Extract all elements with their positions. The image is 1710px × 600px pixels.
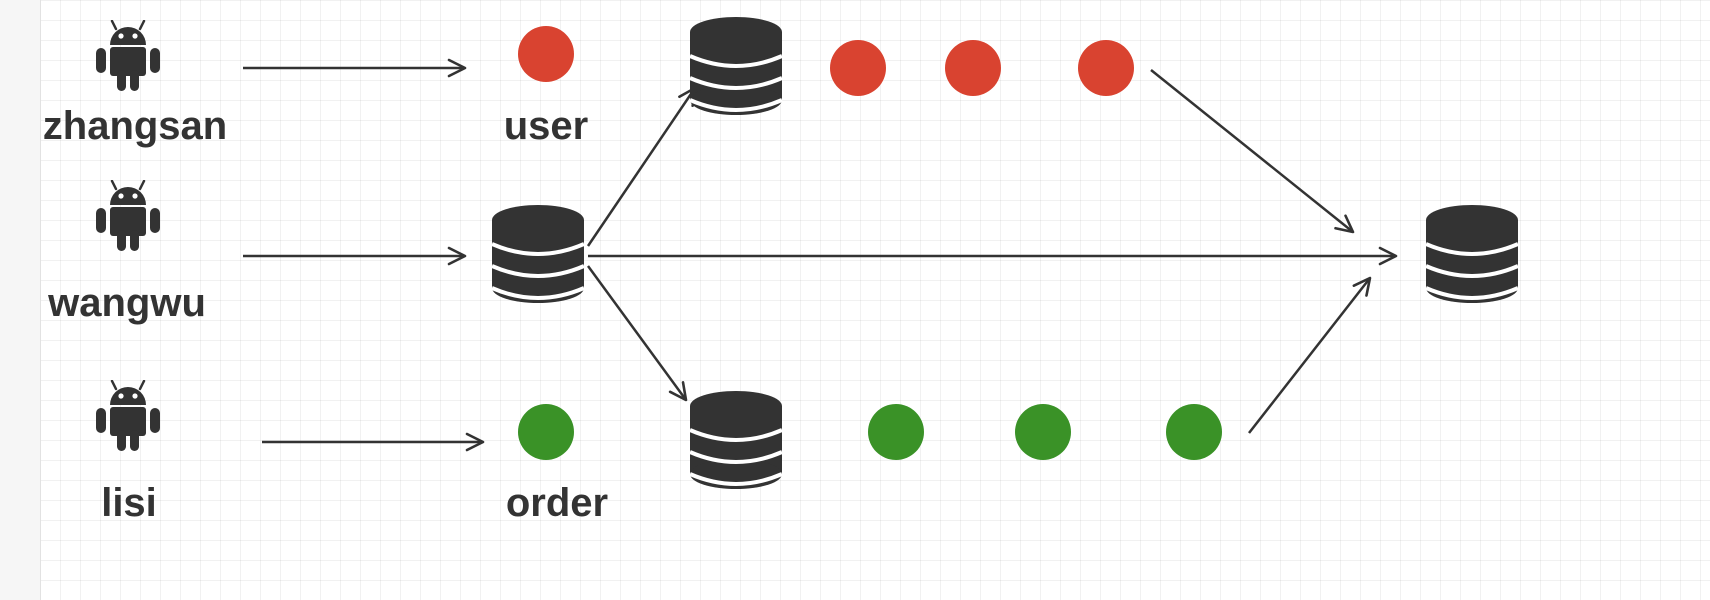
order-queue-dot <box>868 404 924 460</box>
android-icon <box>94 20 162 92</box>
android-icon <box>94 180 162 252</box>
user-message-dot <box>518 26 574 82</box>
user-queue-dot <box>830 40 886 96</box>
queue-label-user: user <box>503 104 589 148</box>
arrow-to-user-queue <box>586 86 697 247</box>
arrow-order-queue-to-target <box>1248 276 1372 434</box>
database-icon <box>1426 205 1518 303</box>
client-label-zhangsan: zhangsan <box>42 104 228 148</box>
order-queue-dot <box>1015 404 1071 460</box>
user-queue-dot <box>945 40 1001 96</box>
order-message-dot <box>518 404 574 460</box>
client-label-lisi: lisi <box>101 481 157 525</box>
database-icon <box>690 391 782 489</box>
database-icon <box>492 205 584 303</box>
order-queue-dot <box>1166 404 1222 460</box>
arrow-to-order-queue <box>586 265 688 402</box>
queue-label-order: order <box>505 481 609 525</box>
database-icon <box>690 17 782 115</box>
android-icon <box>94 380 162 452</box>
user-queue-dot <box>1078 40 1134 96</box>
arrow-user-queue-to-target <box>1150 69 1355 234</box>
left-panel-edge <box>0 0 41 600</box>
client-label-wangwu: wangwu <box>48 281 206 325</box>
